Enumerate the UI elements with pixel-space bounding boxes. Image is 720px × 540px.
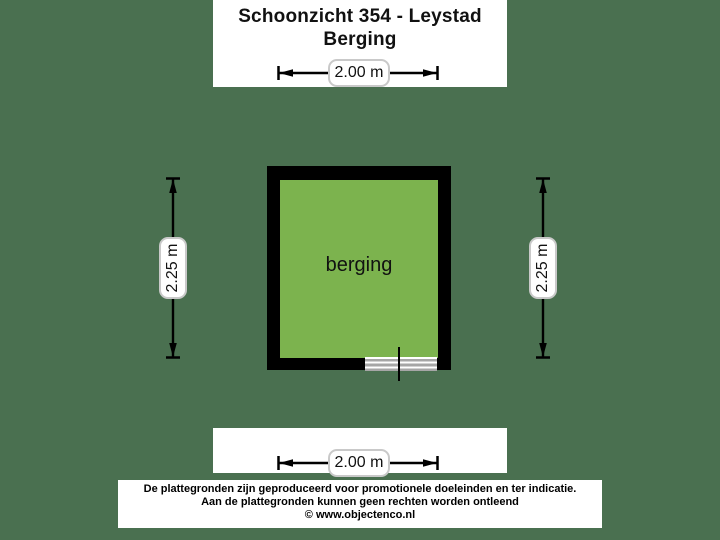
footer-disclaimer-line2: Aan de plattegronden kunnen geen rechten… [201, 496, 519, 508]
left-dimension-label: 2.25 m [164, 243, 181, 293]
room-berging [280, 180, 438, 358]
footer-disclaimer-line1: De plattegronden zijn geproduceerd voor … [143, 483, 577, 495]
right-dimension-label: 2.25 m [534, 243, 551, 293]
footer-copyright: © www.objectenco.nl [304, 509, 416, 521]
bottom-dimension-label: 2.00 m [334, 454, 384, 471]
top-dimension-pill: 2.00 m [328, 59, 390, 87]
room-label: berging [325, 254, 393, 276]
title-block: Schoonzicht 354 - Leystad Berging [0, 5, 720, 51]
door-divider-line [398, 347, 400, 381]
footer-background-block [118, 480, 602, 528]
top-dimension-label: 2.00 m [334, 64, 384, 81]
right-dimension-pill: 2.25 m [529, 237, 557, 299]
door-threshold [365, 357, 437, 371]
left-dimension-pill: 2.25 m [159, 237, 187, 299]
page-subtitle: Berging [323, 29, 397, 50]
page-title: Schoonzicht 354 - Leystad [238, 6, 482, 27]
bottom-dimension-pill: 2.00 m [328, 449, 390, 477]
footer-block: De plattegronden zijn geproduceerd voor … [0, 483, 720, 522]
